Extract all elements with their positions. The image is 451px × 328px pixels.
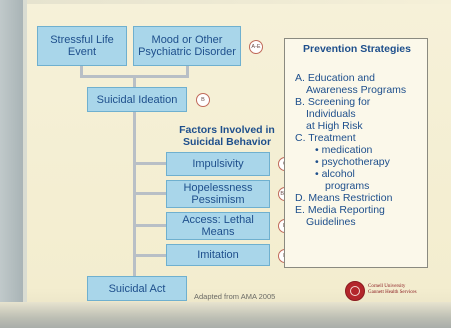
prevention-title: Prevention Strategies bbox=[303, 43, 411, 55]
connector bbox=[133, 75, 136, 87]
prevention-item: E. Media Reporting bbox=[295, 204, 385, 216]
prevention-item: B. Screening for bbox=[295, 96, 371, 108]
prevention-item: Guidelines bbox=[306, 216, 356, 228]
cornell-seal-icon bbox=[345, 281, 365, 301]
suicidal-act-label: Suicidal Act bbox=[108, 282, 166, 295]
mood-disorder-box: Mood or Other Psychiatric Disorder bbox=[133, 26, 241, 66]
impulsivity-box: Impulsivity bbox=[166, 152, 270, 176]
logo-line-1: Cornell University bbox=[368, 284, 406, 289]
access-lethal-means-label: Access: Lethal Means bbox=[182, 214, 254, 238]
prevention-item: A. Education and bbox=[295, 72, 375, 84]
prevention-item: C. Treatment bbox=[295, 132, 356, 144]
stressful-life-event-label: Stressful Life Event bbox=[50, 34, 114, 58]
suicidal-ideation-badge: B bbox=[196, 93, 210, 107]
left-decor-stripe bbox=[23, 0, 27, 328]
mood-disorder-label: Mood or Other Psychiatric Disorder bbox=[138, 34, 236, 58]
prevention-item: Individuals bbox=[306, 108, 356, 120]
prevention-item: programs bbox=[325, 180, 370, 192]
prevention-panel: Prevention Strategies A. Education and A… bbox=[284, 38, 428, 268]
prevention-item: • medication bbox=[315, 144, 373, 156]
impulsivity-label: Impulsivity bbox=[192, 158, 244, 170]
left-decor-band bbox=[0, 0, 23, 328]
suicidal-ideation-label: Suicidal Ideation bbox=[96, 93, 178, 106]
bottom-decor-band bbox=[0, 302, 451, 328]
suicidal-act-box: Suicidal Act bbox=[87, 276, 187, 301]
credit-note: Adapted from AMA 2005 bbox=[194, 292, 276, 301]
prevention-item: • alcohol bbox=[315, 168, 355, 180]
connector bbox=[133, 162, 166, 165]
connector bbox=[133, 224, 166, 227]
prevention-item: Awareness Programs bbox=[306, 84, 407, 96]
logo-line-2: Gannett Health Services bbox=[368, 290, 417, 295]
connector bbox=[133, 192, 166, 195]
imitation-label: Imitation bbox=[197, 249, 239, 261]
connector bbox=[80, 66, 83, 76]
factors-title: Factors Involved in Suicidal Behavior bbox=[179, 124, 275, 148]
hopelessness-label: Hopelessness Pessimism bbox=[183, 182, 253, 206]
prevention-item: D. Means Restriction bbox=[295, 192, 393, 204]
prevention-item: at High Risk bbox=[306, 120, 363, 132]
access-lethal-means-box: Access: Lethal Means bbox=[166, 212, 270, 240]
connector bbox=[133, 254, 166, 257]
mood-disorder-badge: A-E bbox=[249, 40, 263, 54]
logo-text: Cornell University Gannett Health Servic… bbox=[368, 284, 417, 296]
top-decor-line bbox=[27, 0, 451, 4]
connector bbox=[186, 66, 189, 76]
suicidal-ideation-box: Suicidal Ideation bbox=[87, 87, 187, 112]
hopelessness-box: Hopelessness Pessimism bbox=[166, 180, 270, 208]
prevention-item: • psychotherapy bbox=[315, 156, 390, 168]
stressful-life-event-box: Stressful Life Event bbox=[37, 26, 127, 66]
imitation-box: Imitation bbox=[166, 244, 270, 266]
